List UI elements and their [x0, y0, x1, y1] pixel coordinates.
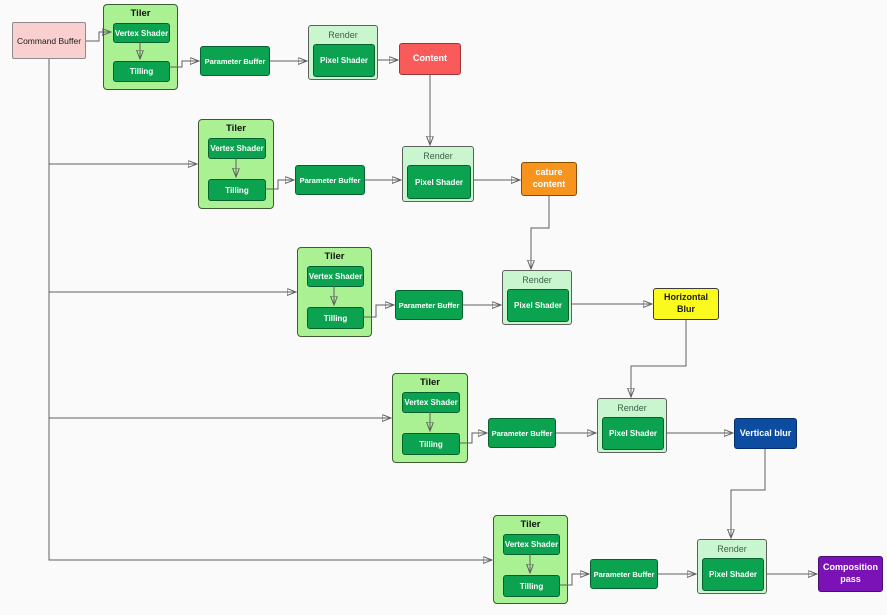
render-label: Render	[328, 30, 358, 40]
node-vertex-shader-3: Vertex Shader	[307, 266, 364, 287]
node-parameter-buffer-2: Parameter Buffer	[295, 165, 365, 195]
node-pixel-shader-1: Pixel Shader	[313, 44, 375, 77]
node-output-capture-content: cature content	[521, 162, 577, 196]
node-output-horizontal-blur: Horizontal Blur	[653, 288, 719, 320]
node-parameter-buffer-1: Parameter Buffer	[200, 46, 270, 76]
node-parameter-buffer-5: Parameter Buffer	[590, 559, 658, 589]
tiler-label: Tiler	[420, 377, 440, 388]
node-pixel-shader-2: Pixel Shader	[407, 165, 471, 199]
node-vertex-shader-5: Vertex Shader	[503, 534, 560, 555]
node-tilling-4: Tilling	[402, 433, 460, 455]
node-output-vertical-blur: Vertical blur	[734, 418, 797, 449]
render-label: Render	[423, 151, 453, 161]
tiler-label: Tiler	[324, 251, 345, 262]
node-tilling-1: Tilling	[113, 61, 170, 82]
node-vertex-shader-2: Vertex Shader	[208, 138, 266, 159]
node-tilling-5: Tilling	[503, 575, 560, 597]
tiler-label: Tiler	[130, 8, 151, 19]
node-render-5: Render Pixel Shader	[697, 539, 767, 594]
node-render-1: Render Pixel Shader	[308, 25, 378, 80]
render-label: Render	[717, 544, 747, 554]
node-pixel-shader-5: Pixel Shader	[702, 558, 764, 591]
node-vertex-shader-1: Vertex Shader	[113, 23, 170, 43]
node-tiler-1: Tiler Vertex Shader Tilling	[103, 4, 178, 90]
node-render-4: Render Pixel Shader	[597, 398, 667, 453]
node-render-3: Render Pixel Shader	[502, 270, 572, 325]
tiler-label: Tiler	[520, 519, 541, 530]
render-label: Render	[617, 403, 647, 413]
node-render-2: Render Pixel Shader	[402, 146, 474, 202]
node-pixel-shader-3: Pixel Shader	[507, 289, 569, 322]
render-label: Render	[522, 275, 552, 285]
node-output-composition-pass: Composition pass	[818, 556, 883, 592]
node-parameter-buffer-4: Parameter Buffer	[488, 418, 556, 448]
node-tiler-2: Tiler Vertex Shader Tilling	[198, 119, 274, 209]
node-tiler-4: Tiler Vertex Shader Tilling	[392, 373, 468, 463]
node-command-buffer: Command Buffer	[12, 22, 86, 59]
node-tiler-5: Tiler Vertex Shader Tilling	[493, 515, 568, 604]
node-tilling-2: Tilling	[208, 179, 266, 201]
node-parameter-buffer-3: Parameter Buffer	[395, 290, 463, 320]
node-output-content: Content	[399, 43, 461, 75]
tiler-label: Tiler	[226, 123, 246, 134]
node-tilling-3: Tilling	[307, 307, 364, 329]
node-tiler-3: Tiler Vertex Shader Tilling	[297, 247, 372, 337]
node-pixel-shader-4: Pixel Shader	[602, 417, 664, 450]
node-vertex-shader-4: Vertex Shader	[402, 392, 460, 413]
